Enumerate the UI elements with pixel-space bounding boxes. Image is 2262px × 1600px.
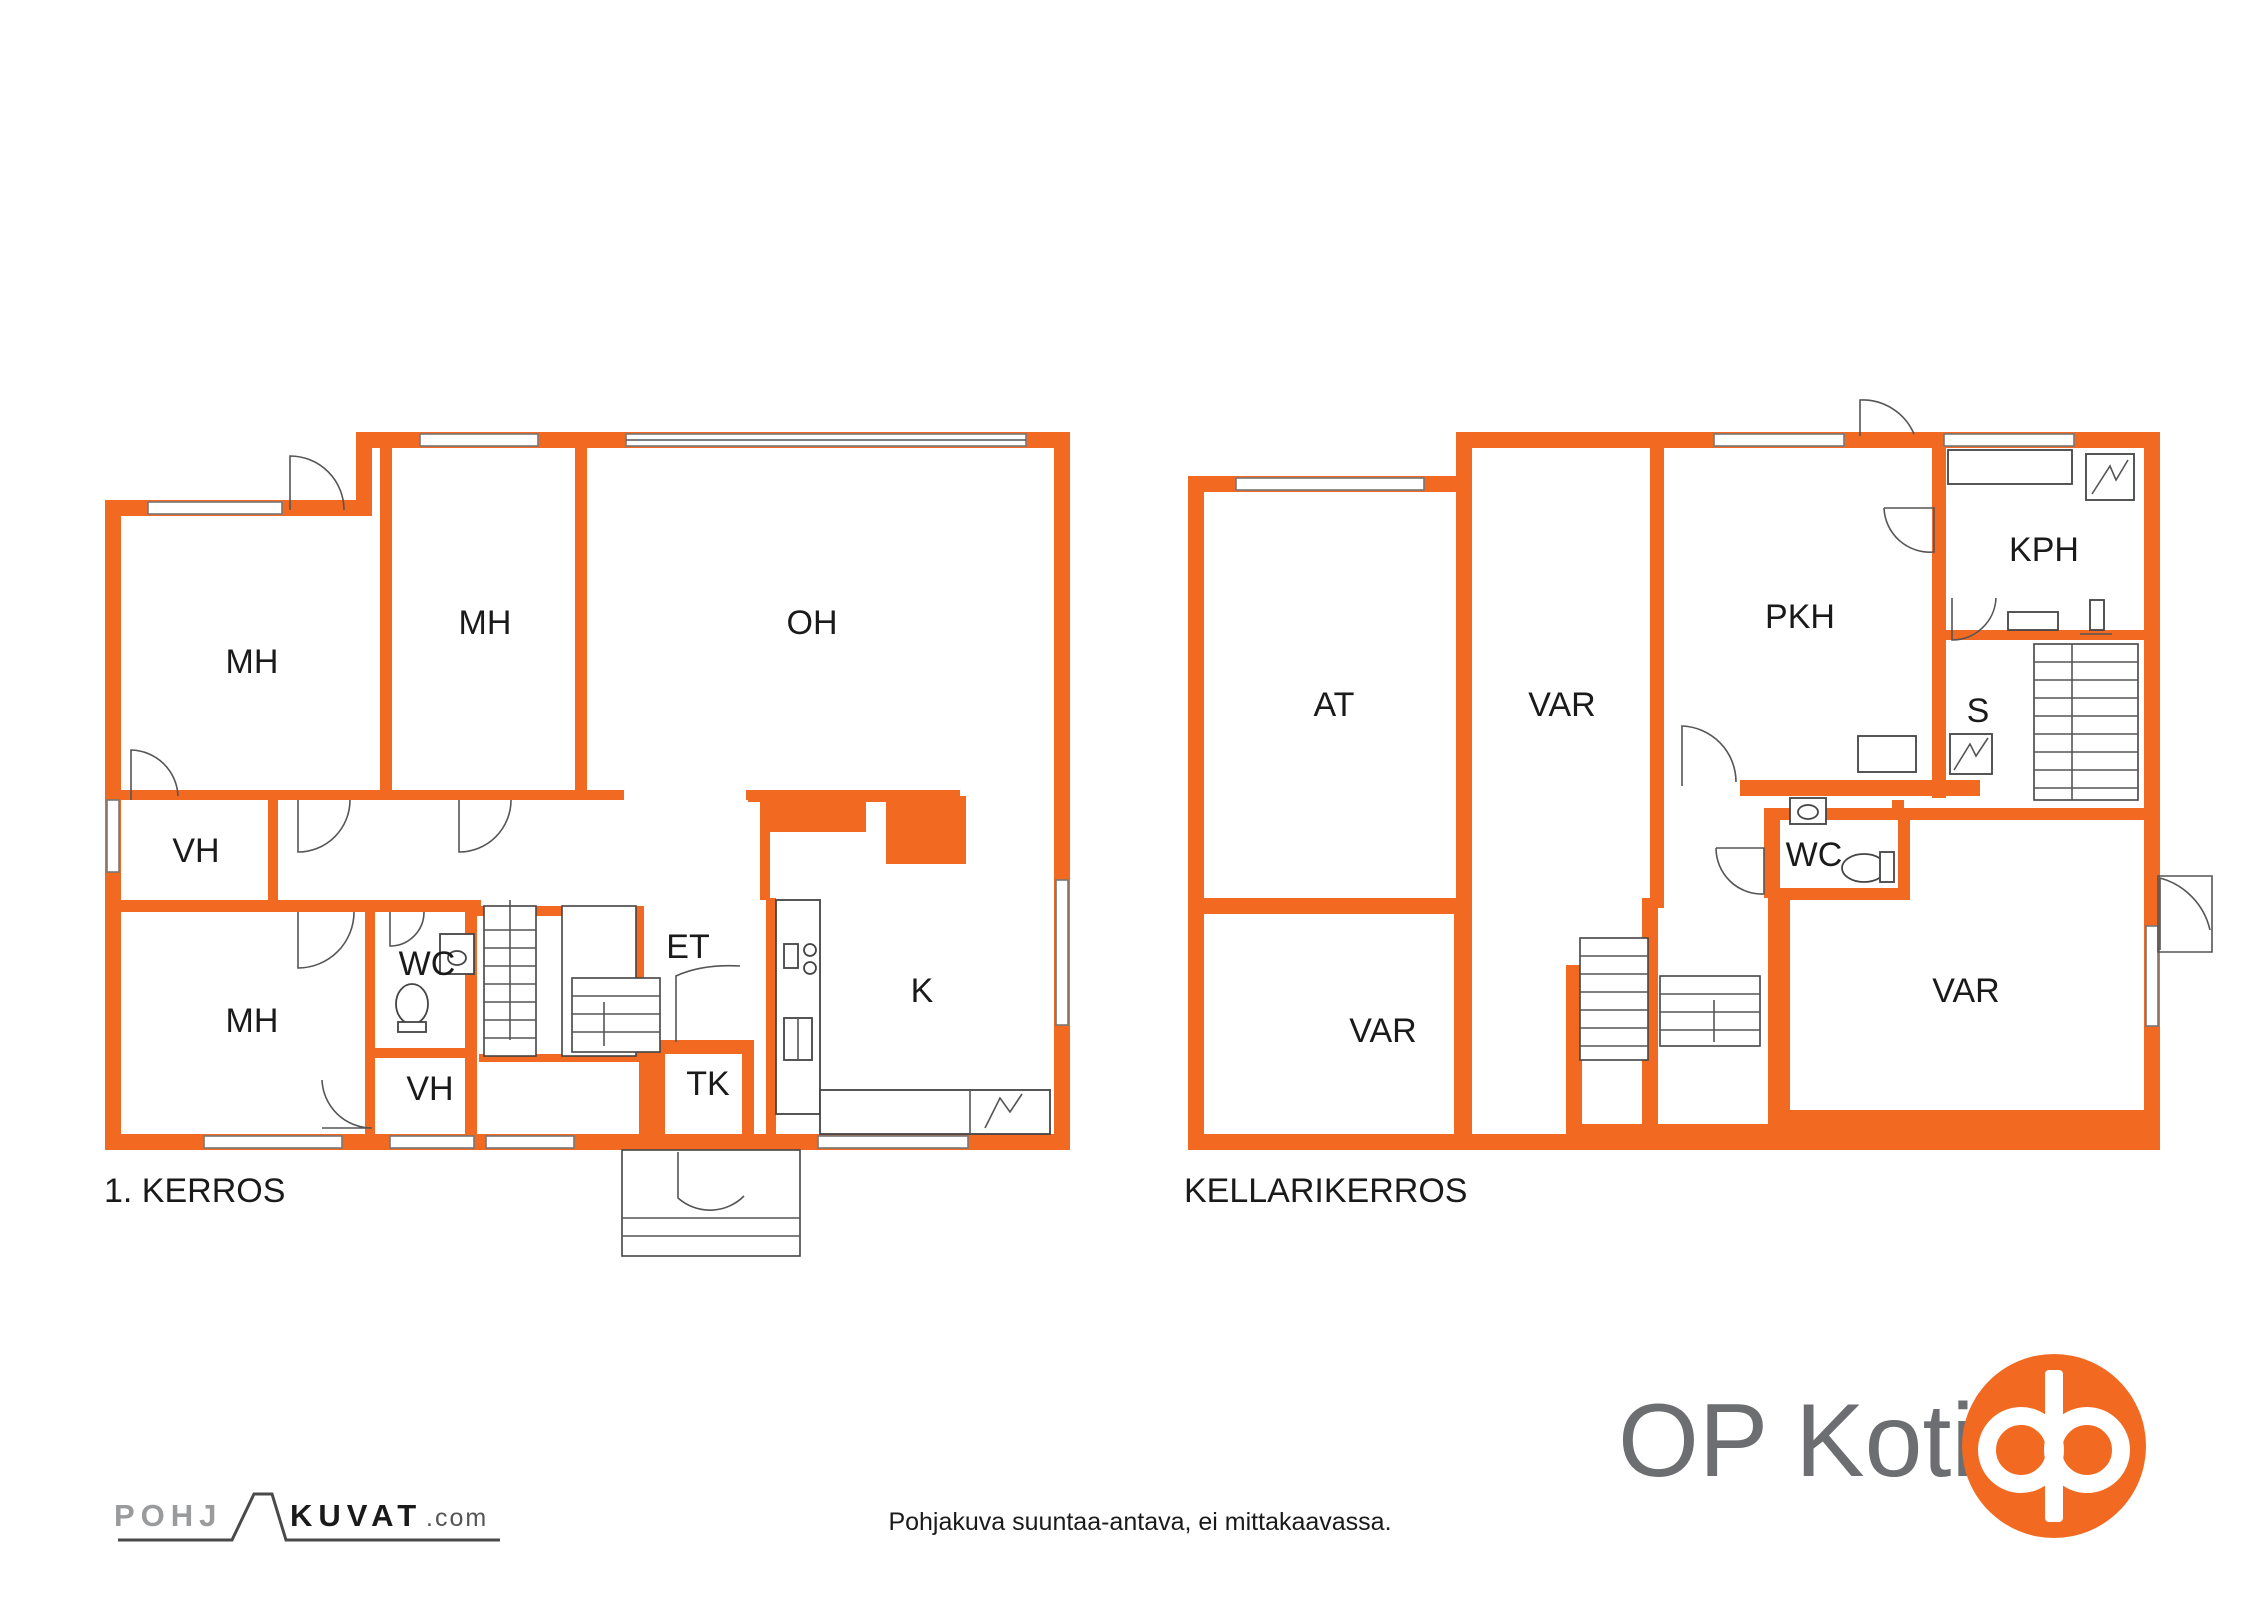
first-floor-windows bbox=[106, 433, 1069, 1149]
room-label-wc: WC bbox=[1786, 836, 1843, 874]
room-label-var: VAR bbox=[1528, 686, 1595, 724]
first-floor-doors bbox=[130, 455, 745, 1211]
first-floor-caption: 1. KERROS bbox=[104, 1172, 285, 1210]
pohjakuvat-logo-text-left: POHJ bbox=[114, 1498, 222, 1533]
basement-windows bbox=[1235, 433, 2159, 1027]
room-label-kph: KPH bbox=[2009, 531, 2079, 569]
disclaimer-text: Pohjakuva suuntaa-antava, ei mittakaavas… bbox=[888, 1508, 1391, 1536]
kitchen-counter bbox=[775, 899, 1051, 1135]
room-label-mh: MH bbox=[226, 643, 279, 681]
room-label-et: ET bbox=[666, 928, 709, 966]
room-label-var: VAR bbox=[1349, 1012, 1416, 1050]
pohjakuvat-logo-text-right: KUVAT bbox=[290, 1498, 422, 1533]
room-label-oh: OH bbox=[787, 604, 838, 642]
basement-fixtures bbox=[1789, 449, 2135, 883]
room-label-pkh: PKH bbox=[1765, 598, 1835, 636]
first-floor-interior-walls bbox=[121, 448, 966, 1150]
room-label-vh: VH bbox=[172, 832, 219, 870]
first-floor-wc-fixtures bbox=[395, 933, 475, 1033]
basement-plan: AT VAR PKH KPH S VAR WC VAR KELLARIKERRO… bbox=[1184, 399, 2213, 1210]
entrance-steps bbox=[621, 1149, 801, 1257]
room-label-at: AT bbox=[1314, 686, 1355, 724]
basement-interior-walls bbox=[1204, 448, 2152, 1134]
basement-caption: KELLARIKERROS bbox=[1184, 1172, 1467, 1210]
room-label-wc: WC bbox=[399, 945, 456, 983]
room-label-s: S bbox=[1967, 692, 1990, 730]
room-label-vh: VH bbox=[406, 1070, 453, 1108]
room-label-k: K bbox=[911, 972, 934, 1010]
room-label-mh: MH bbox=[459, 604, 512, 642]
basement-doors bbox=[1681, 399, 2213, 953]
op-koti-wordmark: OP Koti bbox=[1618, 1383, 1974, 1499]
op-logo-icon bbox=[1962, 1354, 2146, 1538]
first-floor-stairs bbox=[483, 900, 661, 1057]
first-floor-plan: MH MH OH VH MH WC VH ET TK K 1. KERROS bbox=[104, 432, 1070, 1257]
pohjakuvat-logo-suffix: .com bbox=[426, 1504, 488, 1532]
room-label-mh: MH bbox=[226, 1002, 279, 1040]
pohjakuvat-logo-icon: POHJ KUVAT .com bbox=[114, 1492, 500, 1542]
basement-stairs bbox=[1579, 643, 2139, 1061]
room-label-var: VAR bbox=[1932, 972, 1999, 1010]
room-label-tk: TK bbox=[686, 1065, 730, 1103]
